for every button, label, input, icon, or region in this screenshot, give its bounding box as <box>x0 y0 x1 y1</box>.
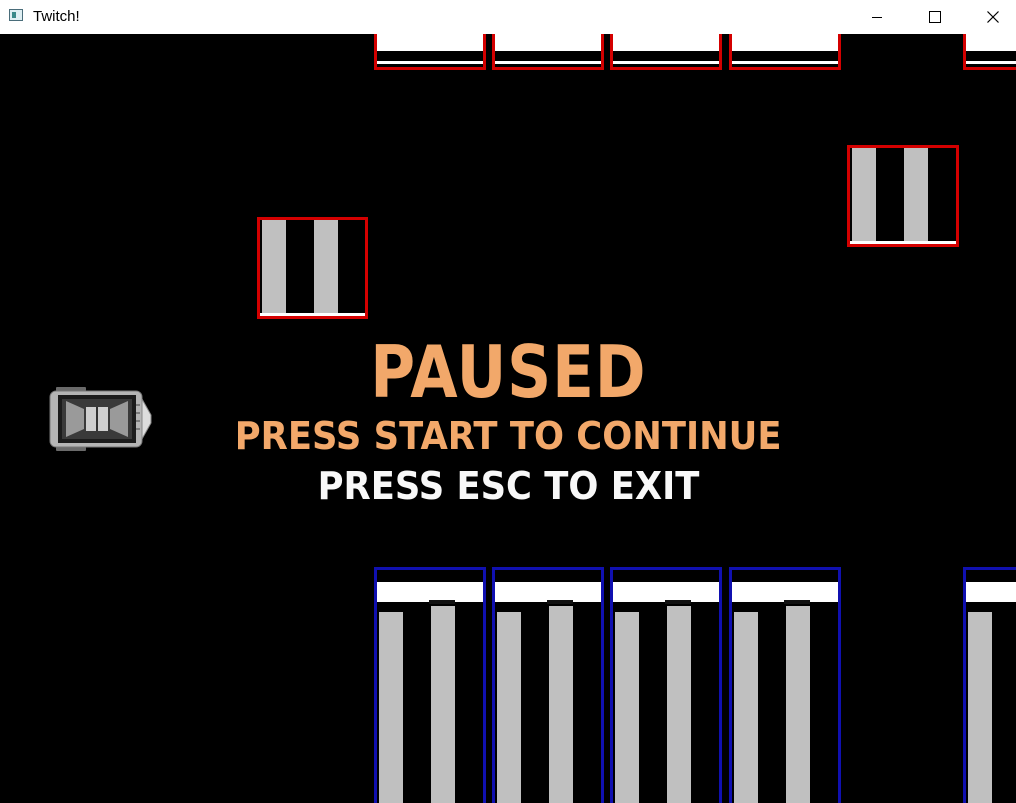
floating-obstacle <box>847 145 959 247</box>
exit-instruction: PRESS ESC TO EXIT <box>317 464 700 508</box>
app-icon <box>9 9 23 21</box>
bottom-obstacle <box>492 567 604 803</box>
top-obstacle <box>610 34 722 70</box>
top-obstacle <box>729 34 841 70</box>
paused-title: PAUSED <box>370 330 647 414</box>
window-title: Twitch! <box>33 8 80 25</box>
close-button[interactable] <box>964 0 1016 33</box>
maximize-icon <box>929 10 941 23</box>
bottom-obstacle <box>610 567 722 803</box>
top-obstacle <box>963 34 1016 70</box>
title-bar: Twitch! <box>0 0 1016 34</box>
player-car <box>49 387 152 451</box>
game-canvas[interactable]: PAUSED PRESS START TO CONTINUE PRESS ESC… <box>0 34 1016 803</box>
bottom-obstacle <box>963 567 1016 803</box>
maximize-button[interactable] <box>906 0 964 33</box>
bottom-obstacle <box>374 567 486 803</box>
minimize-icon <box>872 16 882 18</box>
top-obstacle <box>374 34 486 70</box>
close-icon <box>987 10 999 23</box>
minimize-button[interactable] <box>848 0 906 33</box>
bottom-obstacle <box>729 567 841 803</box>
top-obstacle <box>492 34 604 70</box>
continue-instruction: PRESS START TO CONTINUE <box>234 414 782 458</box>
floating-obstacle <box>257 217 368 319</box>
